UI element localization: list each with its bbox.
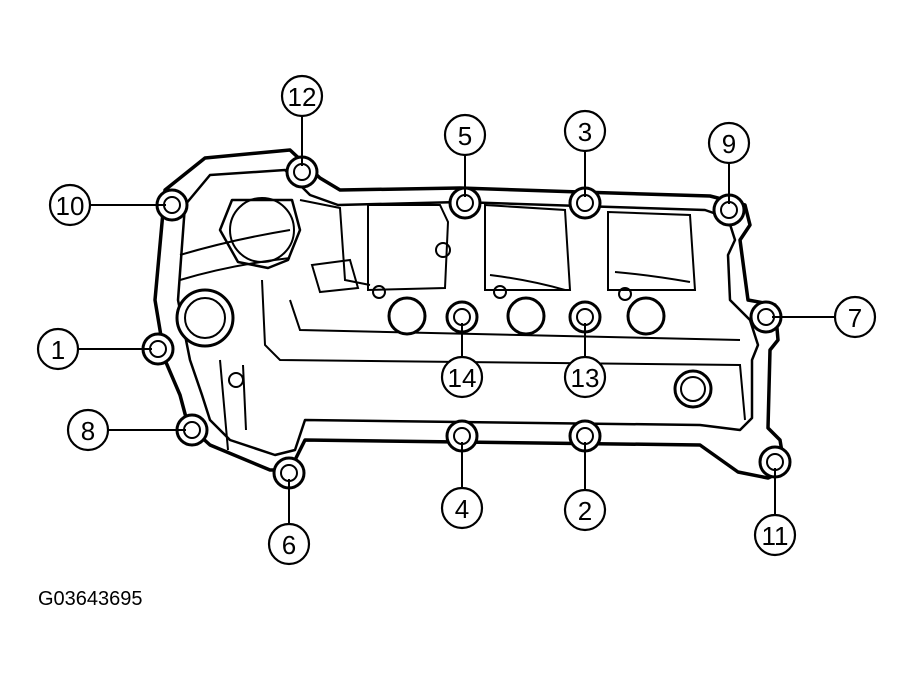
callout-label-3: 3 <box>578 117 592 147</box>
callout-circle-4 <box>440 486 484 530</box>
callout-label-1: 1 <box>51 335 65 365</box>
callout-label-14: 14 <box>448 363 477 393</box>
callout-circle-7 <box>833 295 877 339</box>
bolt-bosses <box>141 155 792 490</box>
callout-circle-12 <box>280 74 324 118</box>
callout-label-6: 6 <box>282 530 296 560</box>
callout-label-10: 10 <box>56 191 85 221</box>
spark-plug-tube-seals <box>175 242 713 409</box>
figure-caption: G03643695 <box>38 588 143 610</box>
oil-filler-opening <box>218 197 302 270</box>
callout-label-5: 5 <box>458 121 472 151</box>
callout-circle-13 <box>563 355 607 399</box>
callout-label-2: 2 <box>578 496 592 526</box>
cover-outline <box>153 148 787 480</box>
callout-circle-3 <box>563 109 607 153</box>
callout-label-4: 4 <box>455 494 469 524</box>
callout-circle-5 <box>443 113 487 157</box>
callout-circle-9 <box>707 121 751 165</box>
callout-circle-1 <box>36 327 80 371</box>
callout-label-8: 8 <box>81 416 95 446</box>
callout-label-11: 11 <box>762 521 789 551</box>
callout-circle-11 <box>753 513 797 557</box>
callout-label-13: 13 <box>571 363 600 393</box>
callout-label-7: 7 <box>848 303 862 333</box>
callout-circle-2 <box>563 488 607 532</box>
callout-circle-8 <box>66 408 110 452</box>
callout-label-12: 12 <box>288 82 317 112</box>
callout-circle-10 <box>48 183 92 227</box>
callout-circle-14 <box>440 355 484 399</box>
callout-circle-6 <box>267 522 311 566</box>
callout-label-9: 9 <box>722 129 736 159</box>
leader-lines <box>78 116 835 524</box>
